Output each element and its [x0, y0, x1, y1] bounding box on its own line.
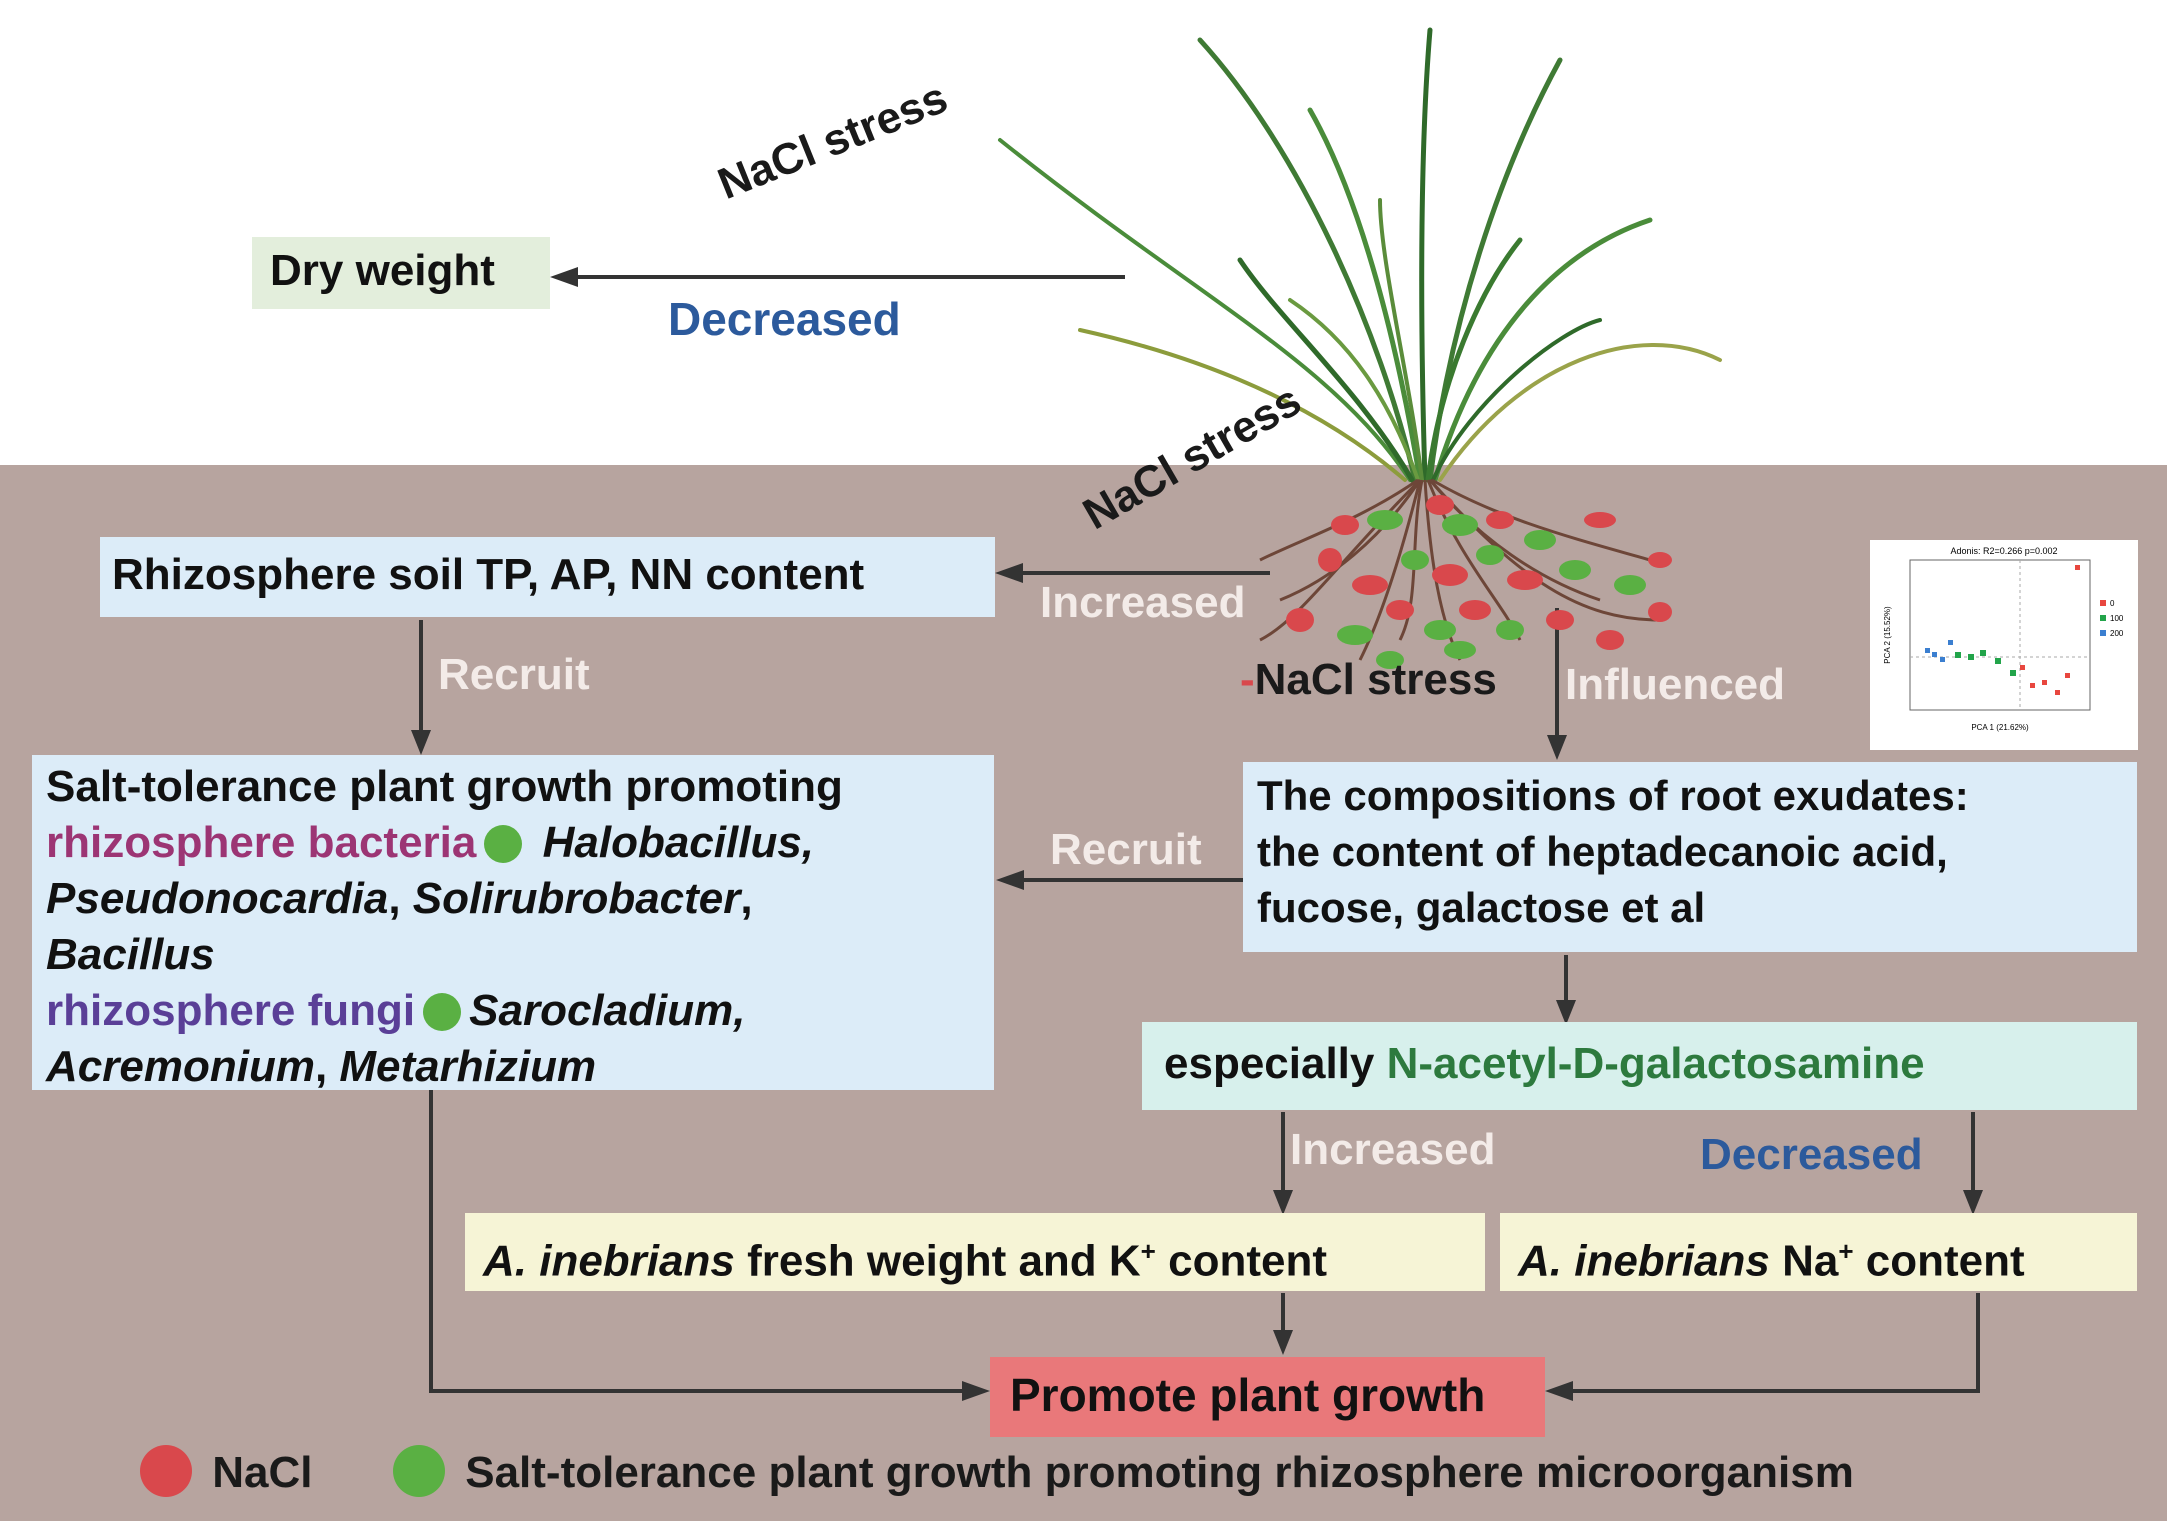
label-recruit-1: Recruit [438, 650, 590, 699]
bacteria-line: rhizosphere bacteria Halobacillus, [46, 815, 994, 871]
label-increased-soil: Increased [1040, 578, 1246, 627]
connector-microbes-to-promote [429, 1090, 975, 1393]
inset-legend-200: 200 [2110, 629, 2124, 638]
exudates-line-1: The compositions of root exudates: [1257, 772, 1969, 819]
inset-title: Adonis: R2=0.266 p=0.002 [1950, 546, 2057, 556]
inset-ylabel: PCA 2 (15.52%) [1883, 606, 1892, 664]
microbe-legend-icon [393, 1445, 445, 1497]
fresh-weight-text: fresh weight and K [747, 1236, 1141, 1286]
rhizo-soil-box: Rhizosphere soil TP, AP, NN content [100, 537, 995, 617]
inset-pca-plot: Adonis: R2=0.266 p=0.002 0 100 200 PCA 1… [1870, 540, 2138, 750]
label-influenced: Influenced [1565, 660, 1786, 709]
promote-growth-text: Promote plant growth [1010, 1369, 1486, 1421]
fungi-label: rhizosphere fungi [46, 986, 416, 1035]
species-text: A. inebrians [483, 1236, 735, 1286]
species-text-na: A. inebrians [1518, 1236, 1770, 1286]
neg-nacl-stress-text: NaCl stress [1254, 655, 1497, 704]
dry-weight-text: Dry weight [270, 246, 495, 295]
fungi-line-2: Acremonium, Metarhizium [46, 1042, 597, 1091]
microbe-dot-icon [423, 993, 462, 1031]
legend-nacl-text: NaCl [212, 1448, 313, 1497]
plant-illustration [998, 27, 1722, 483]
genus-acremonium: Acremonium [46, 1042, 315, 1091]
fungi-line: rhizosphere fungi Sarocladium, [46, 983, 994, 1039]
label-neg-nacl-stress: -NaCl stress [1240, 655, 1497, 705]
especially-text: especially [1164, 1039, 1375, 1088]
na-text: Na [1782, 1236, 1839, 1286]
na-box: A. inebrians Na+ content [1500, 1213, 2137, 1291]
genus-pseudonocardia: Pseudonocardia [46, 874, 389, 923]
root-microbes [1286, 495, 1672, 669]
bacteria-line-2: Pseudonocardia, Solirubrobacter, [46, 874, 753, 923]
galnac-box: especially N-acetyl-D-galactosamine [1142, 1022, 2137, 1110]
bacteria-line-3: Bacillus [46, 927, 994, 983]
fresh-weight-content-text: content [1168, 1236, 1327, 1286]
genus-metarhizium: Metarhizium [339, 1042, 597, 1091]
salt-tolerance-title: Salt-tolerance plant growth promoting [46, 762, 843, 811]
label-recruit-2: Recruit [1050, 825, 1202, 874]
dry-weight-box: Dry weight [252, 237, 550, 309]
inset-legend-100: 100 [2110, 614, 2124, 623]
bacteria-label: rhizosphere bacteria [46, 818, 477, 867]
na-content-text: content [1865, 1236, 2025, 1286]
neg-sign: - [1240, 655, 1255, 704]
label-increased-galnac: Increased [1290, 1125, 1496, 1174]
exudates-box: The compositions of root exudates: the c… [1243, 762, 2137, 952]
inset-legend-0: 0 [2110, 599, 2115, 608]
promote-growth-box: Promote plant growth [990, 1357, 1545, 1437]
genus-solirubrobacter: Solirubrobacter [412, 874, 741, 923]
label-decreased-top: Decreased [668, 292, 901, 346]
inset-pca-svg: Adonis: R2=0.266 p=0.002 0 100 200 PCA 1… [1883, 546, 2124, 732]
exudates-line-2: the content of heptadecanoic acid, [1257, 828, 1948, 875]
genus-sarocladium: Sarocladium, [469, 986, 746, 1035]
label-decreased-galnac: Decreased [1700, 1130, 1923, 1179]
exudates-line-3: fucose, galactose et al [1257, 884, 1706, 931]
genus-bacillus: Bacillus [46, 930, 215, 979]
microbe-dot-icon [484, 825, 523, 863]
rhizo-soil-text: Rhizosphere soil TP, AP, NN content [112, 550, 865, 599]
connector-na-to-promote [1560, 1293, 1980, 1393]
legend-nacl: NaCl [132, 1445, 312, 1498]
legend-microorganism: Salt-tolerance plant growth promoting rh… [385, 1445, 1854, 1498]
label-decreased-top-text: Decreased [668, 293, 901, 345]
legend-microorganism-text: Salt-tolerance plant growth promoting rh… [465, 1448, 1854, 1497]
galnac-text: N-acetyl-D-galactosamine [1386, 1039, 1925, 1088]
na-plus-superscript: + [1838, 1236, 1854, 1266]
k-plus-superscript: + [1140, 1236, 1156, 1266]
nacl-legend-icon [140, 1445, 192, 1497]
inset-xlabel: PCA 1 (21.62%) [1971, 723, 2029, 732]
fresh-weight-box: A. inebrians fresh weight and K+ content [465, 1213, 1485, 1291]
genus-halobacillus: Halobacillus, [542, 818, 815, 867]
salt-tolerance-box: Salt-tolerance plant growth promoting rh… [32, 755, 994, 1091]
